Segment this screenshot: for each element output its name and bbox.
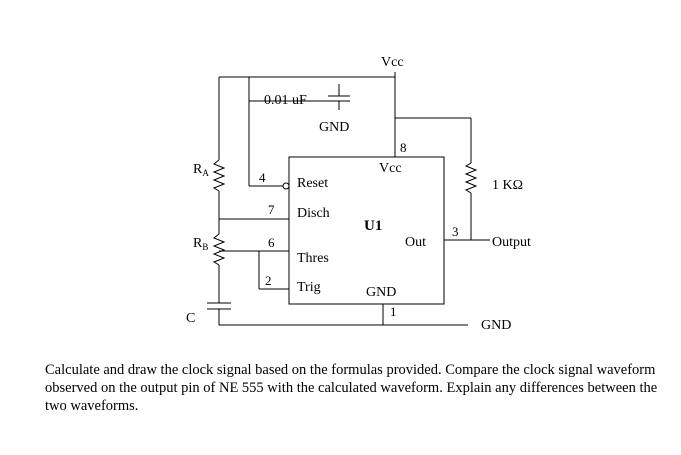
pin-8-number: 8 (400, 140, 407, 155)
resistor-a-label: RA (193, 162, 209, 178)
resistor-1k-label: 1 KΩ (492, 178, 523, 193)
chip-reset-label: Reset (297, 176, 328, 191)
chip-vcc-label: Vcc (379, 161, 402, 176)
gnd-bottom-label: GND (481, 318, 511, 333)
ne555-chip-body (288, 156, 445, 305)
chip-thres-label: Thres (297, 251, 329, 266)
resistor-1k-zigzag (464, 162, 478, 194)
vcc-rail (218, 72, 396, 160)
pin-1-number: 1 (390, 304, 397, 319)
pin-4-number: 4 (259, 170, 266, 185)
chip-name-label: U1 (364, 218, 382, 234)
capacitor-c-label: C (186, 311, 195, 326)
timing-capacitor (207, 302, 468, 326)
capacitor-value-label: 0.01 uF (264, 93, 307, 108)
gnd-top-label: GND (319, 120, 349, 135)
pin-3-number: 3 (452, 224, 459, 239)
chip-out-label: Out (405, 235, 426, 250)
output-label: Output (492, 235, 531, 250)
resistor-b-zigzag (212, 233, 226, 266)
reset-inversion-bubble (282, 182, 290, 190)
chip-disch-label: Disch (297, 206, 330, 221)
chip-trig-label: Trig (297, 280, 321, 295)
vcc-label: Vcc (381, 55, 404, 70)
pin-6-number: 6 (268, 235, 275, 250)
pin-7-number: 7 (268, 202, 275, 217)
chip-gnd-label: GND (366, 285, 396, 300)
resistor-b-label: RB (193, 236, 208, 252)
timing-resistors (212, 159, 226, 303)
pin-2-number: 2 (265, 273, 272, 288)
output-resistor-branch (395, 117, 478, 240)
question-text: Calculate and draw the clock signal base… (45, 362, 658, 414)
resistor-a-zigzag (212, 159, 226, 192)
ne555-astable-schematic: Vcc 0.01 uF GND RA RB C 1 KΩ Output GND … (186, 55, 531, 333)
pin-wires (219, 182, 490, 325)
decoupling-capacitor (248, 77, 350, 186)
